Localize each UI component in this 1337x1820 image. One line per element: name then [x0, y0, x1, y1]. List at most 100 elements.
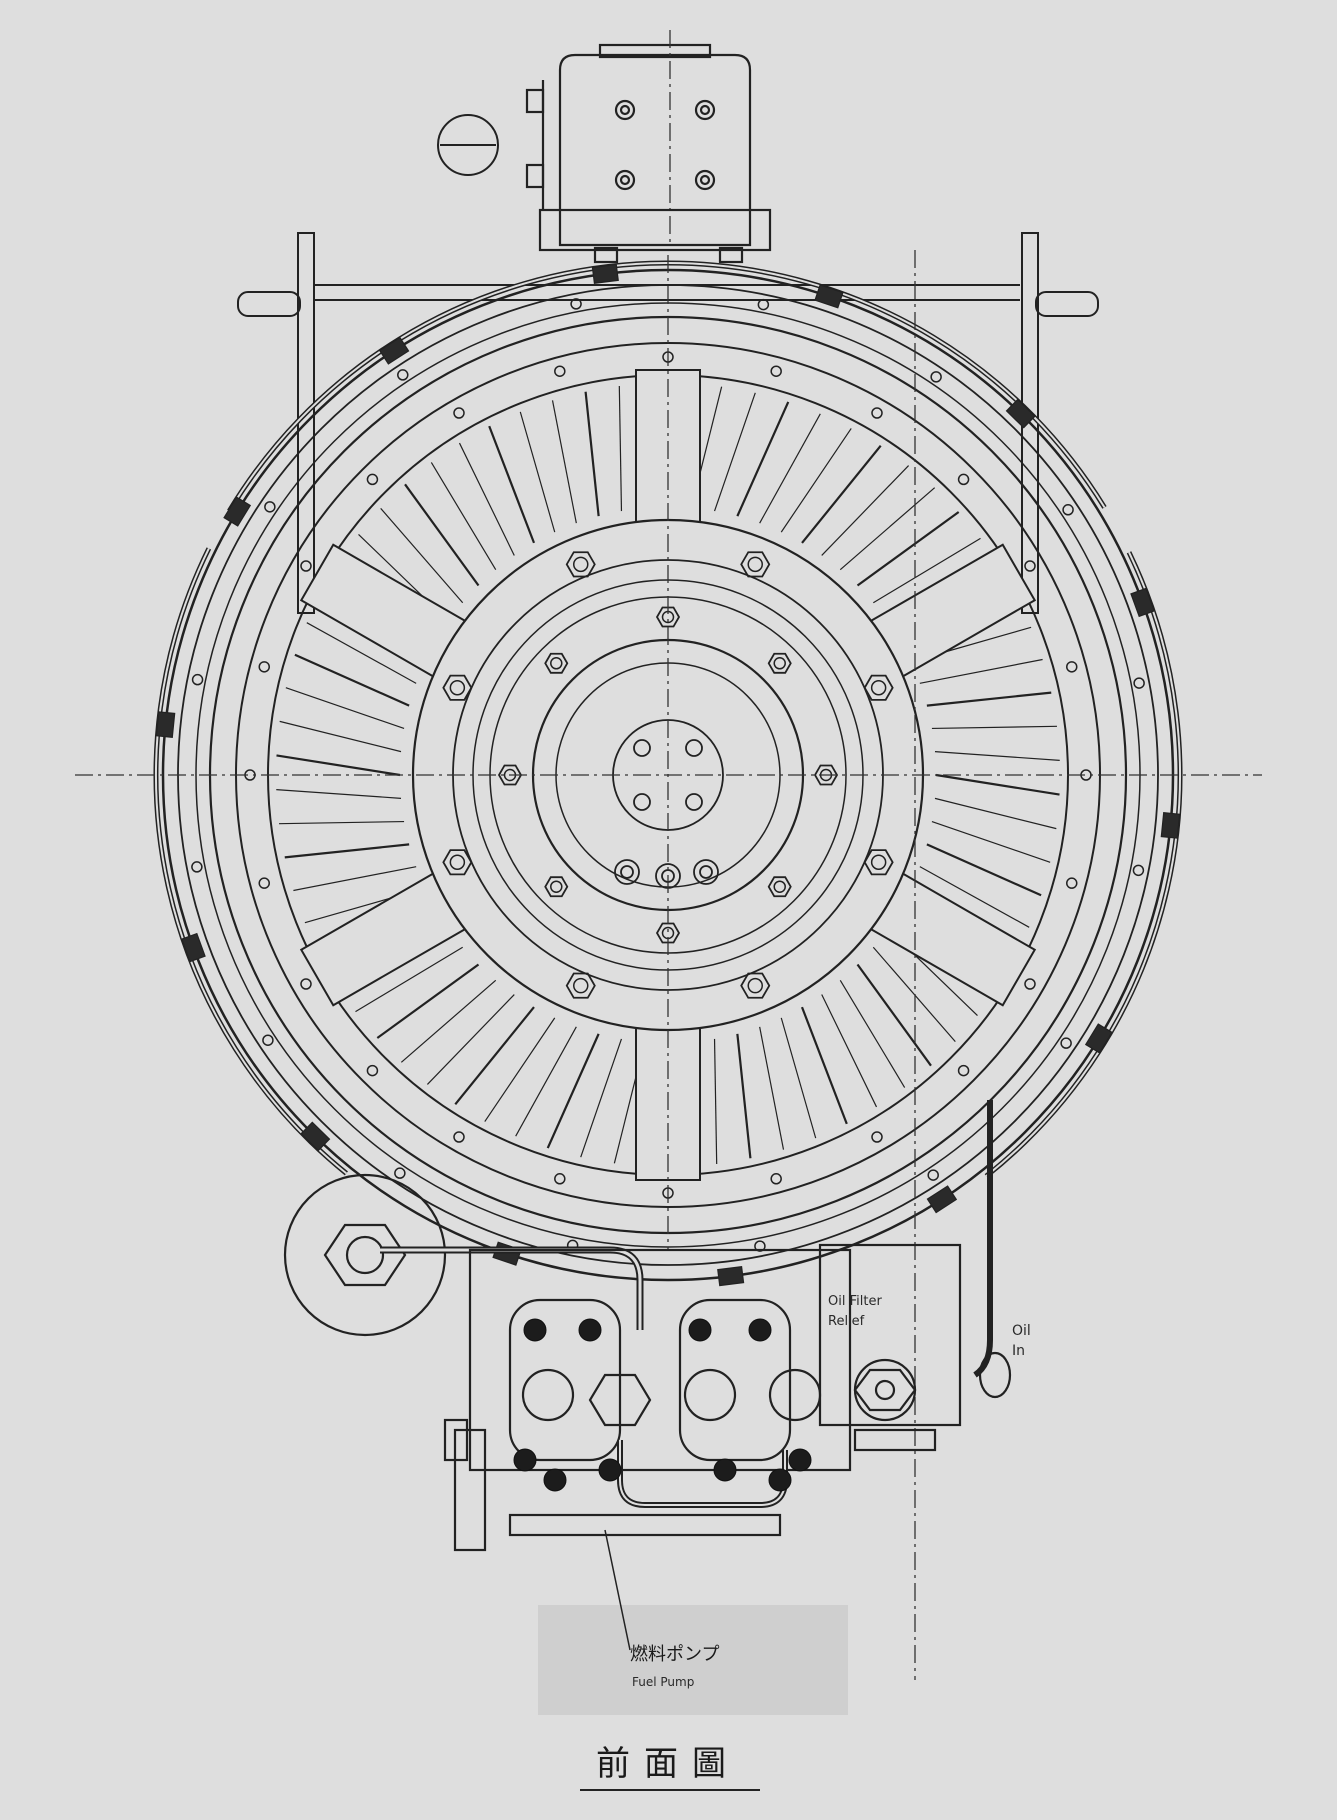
hub-bolt [565, 972, 596, 999]
cooling-fin [551, 400, 577, 524]
outer-pin-hole [191, 673, 204, 686]
cooling-fin [430, 462, 497, 571]
hub-bolt [442, 849, 473, 876]
cooling-fin [380, 507, 464, 604]
cooling-fin [856, 963, 932, 1067]
pin-hole [366, 1064, 379, 1077]
cooling-fin [285, 687, 405, 730]
pin-hole [258, 661, 270, 673]
cooling-fin [484, 1017, 556, 1122]
outer-pin-hole [927, 1169, 939, 1181]
relief-valve-box [818, 1100, 1012, 1452]
cooling-fin [872, 537, 981, 604]
pin-hole [1024, 560, 1036, 572]
cooling-fin [454, 1006, 535, 1105]
pump-bolt-head [578, 1318, 602, 1342]
pin-hole [871, 407, 883, 419]
outer-pin-hole [1132, 864, 1145, 877]
outer-pin-hole [1062, 504, 1074, 516]
pin-hole [554, 1173, 566, 1185]
cooling-fin [580, 1038, 623, 1158]
outer-pin-hole [394, 1167, 406, 1179]
cooling-fin [821, 465, 910, 556]
cooling-fin [839, 487, 936, 571]
cooling-fin [800, 1006, 848, 1125]
pump-bolt-head [748, 1318, 772, 1342]
pin-hole [1024, 978, 1036, 990]
casing-spokes [299, 369, 1037, 1181]
lead-clamp [1084, 1023, 1113, 1054]
pin-hole [300, 560, 312, 572]
cooling-fin [931, 820, 1051, 863]
cooling-fin [713, 1038, 718, 1164]
cooling-fin [515, 1026, 577, 1137]
relief-label-line2: Relief [828, 1314, 865, 1329]
pin-hole [1066, 661, 1078, 673]
pin-hole [1066, 877, 1078, 889]
lead-clamp [1130, 587, 1155, 618]
cooling-fin [355, 946, 464, 1013]
top-left-gauge [437, 114, 499, 176]
fuel-pump-bolt-heads [513, 1318, 812, 1492]
cooling-fin [426, 994, 515, 1085]
oil-label-sub: In [1012, 1343, 1025, 1359]
pin-hole [770, 1173, 782, 1185]
center-bolts [614, 739, 719, 889]
pump-bolt-head [598, 1458, 622, 1482]
cooling-fin [926, 843, 1042, 897]
cooling-fin [839, 979, 906, 1088]
hub-bolt [863, 849, 894, 876]
cooling-fin [293, 866, 417, 892]
casing-pin-holes [191, 298, 1145, 1252]
cooling-fin [759, 1026, 785, 1150]
cooling-fin [736, 401, 790, 517]
outer-pin-hole [754, 1240, 766, 1252]
outer-pin-hole [262, 1034, 274, 1046]
cooling-fin [279, 820, 405, 825]
pin-hole [453, 1131, 465, 1143]
outer-pin-hole [397, 369, 409, 381]
cooling-fin [856, 511, 960, 587]
cooling-fin [618, 386, 623, 512]
caption-text: 前面圖 [596, 1744, 740, 1784]
drawing-caption: 前面圖 [580, 1744, 760, 1791]
pin-hole [453, 407, 465, 419]
lead-clamp [181, 932, 206, 963]
outer-pin-hole [1133, 677, 1145, 689]
hub-bolt [442, 674, 473, 701]
cooling-fin [934, 751, 1060, 761]
inner-bolt [767, 876, 792, 898]
pump-bolt-head [513, 1448, 537, 1472]
outer-pin-hole [1060, 1037, 1072, 1049]
cooling-fin [759, 413, 821, 524]
pump-bolt-head [523, 1318, 547, 1342]
cooling-fin [780, 1017, 817, 1139]
hub-bolt [740, 551, 771, 578]
pump-bolt-head [713, 1458, 737, 1482]
outer-pin-hole [191, 861, 203, 873]
lead-tube-inner [985, 551, 1181, 1177]
pin-hole [770, 365, 782, 377]
cooling-fin [458, 442, 515, 556]
cooling-fin [488, 425, 536, 544]
outer-pin-hole [930, 371, 942, 383]
lead-clamp [155, 711, 176, 738]
cooling-fin [872, 946, 956, 1043]
cooling-fin [801, 445, 882, 544]
cooling-fin [919, 658, 1043, 684]
cooling-fin [713, 392, 756, 512]
cooling-fin [306, 622, 417, 684]
inner-bolt [544, 876, 569, 898]
cooling-fin [404, 483, 480, 587]
cooling-fin [935, 773, 1060, 796]
center-lines [75, 250, 1262, 1680]
cooling-fin [546, 1033, 600, 1149]
cooling-fin [931, 725, 1057, 730]
hub-bolts [442, 551, 894, 999]
lead-clamp [378, 336, 410, 365]
lead-clamp [591, 263, 619, 284]
cooling-fin [294, 653, 410, 707]
inner-bolt [544, 652, 569, 674]
